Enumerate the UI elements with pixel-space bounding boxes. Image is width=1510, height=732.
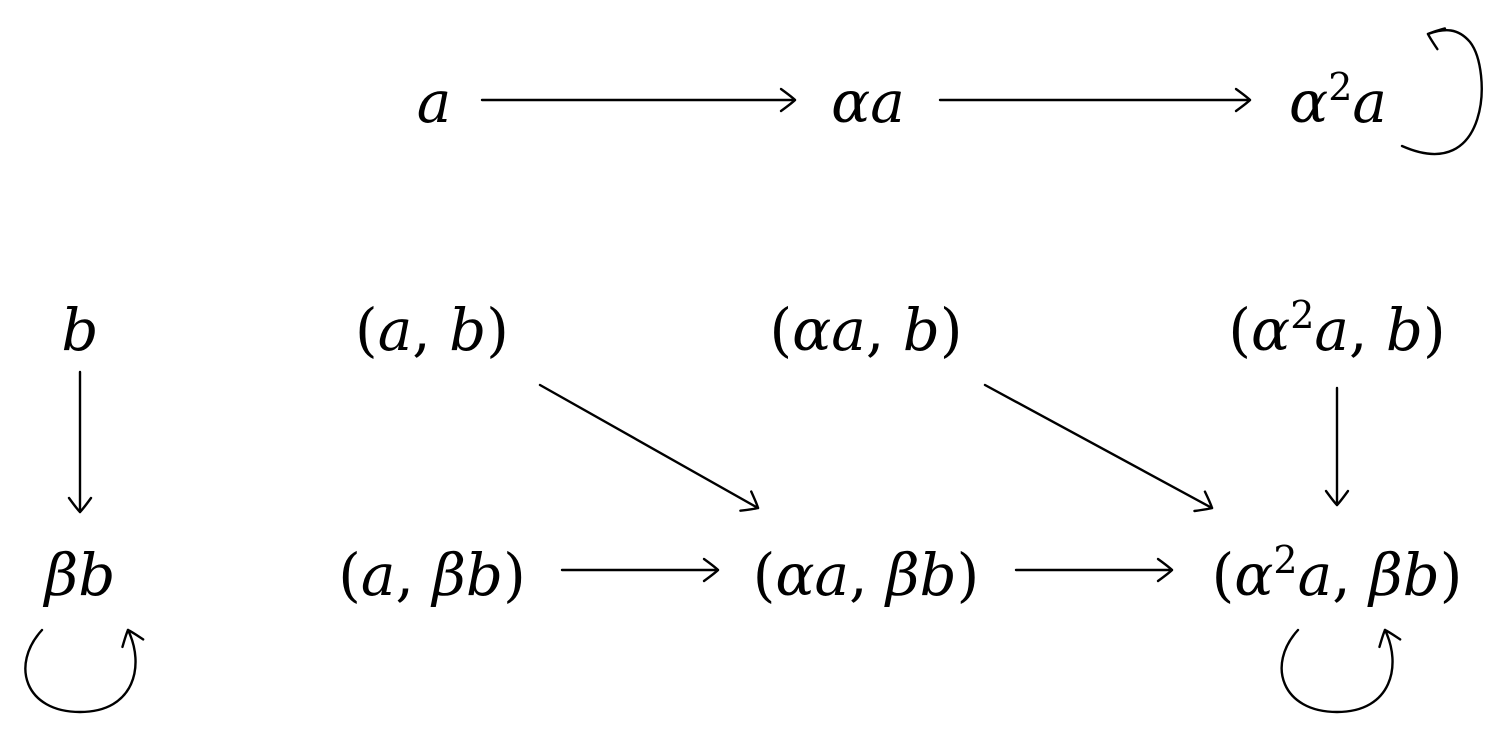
- edge-alpha2-a-beta-b-to-alpha2-a-beta-b-loop: [1280, 628, 1394, 714]
- edge-alpha-a-b-to-alpha2-a-beta-b-line: [983, 383, 1214, 510]
- node-a-beta-b: (a, βb): [338, 541, 525, 609]
- edge-alpha2-a-to-alpha2-a-loop: [1400, 29, 1483, 156]
- edge-beta-b-to-beta-b-loop-arrowhead: [121, 628, 145, 649]
- nodes-layer: a αa α2a b βb (a, b) (αa, b) (α2a, b) (a, βb) (αa…: [43, 65, 1463, 609]
- node-b: b: [61, 296, 98, 364]
- edge-a-beta-b-to-alpha-a-beta-b-arrowhead: [702, 557, 720, 583]
- edge-alpha-a-beta-b-to-alpha2-a-beta-b-arrowhead: [1156, 557, 1174, 583]
- node-alpha-a: αa: [831, 68, 905, 136]
- node-a-b: (a, b): [355, 296, 509, 364]
- edges-layer: [24, 27, 1483, 714]
- node-alpha2-a-b: (α2a, b): [1228, 293, 1445, 364]
- edge-alpha2-a-b-to-alpha2-a-beta-b-arrowhead: [1324, 489, 1350, 507]
- edge-beta-b-to-beta-b-loop: [24, 628, 137, 714]
- node-alpha-a-b: (αa, b): [769, 296, 962, 364]
- edge-alpha-a-to-alpha2-a-arrowhead: [1234, 87, 1252, 113]
- node-alpha2-a-beta-b: (α2a, βb): [1212, 538, 1463, 609]
- node-alpha2-a: α2a: [1289, 65, 1387, 136]
- edge-b-to-beta-b-arrowhead: [67, 496, 93, 514]
- edge-a-b-to-alpha-a-beta-b-arrowhead: [739, 490, 760, 512]
- edge-a-b-to-alpha-a-beta-b-line: [538, 383, 760, 510]
- node-alpha-a-beta-b: (αa, βb): [753, 541, 980, 609]
- node-beta-b: βb: [43, 541, 116, 609]
- edge-a-to-alpha-a-arrowhead: [779, 87, 797, 113]
- edge-alpha-a-b-to-alpha2-a-beta-b-arrowhead: [1193, 490, 1214, 513]
- edge-alpha2-a-to-alpha2-a-loop-arrowhead: [1426, 27, 1447, 51]
- edge-alpha2-a-beta-b-to-alpha2-a-beta-b-loop-arrowhead: [1378, 628, 1402, 649]
- node-a: a: [417, 68, 452, 136]
